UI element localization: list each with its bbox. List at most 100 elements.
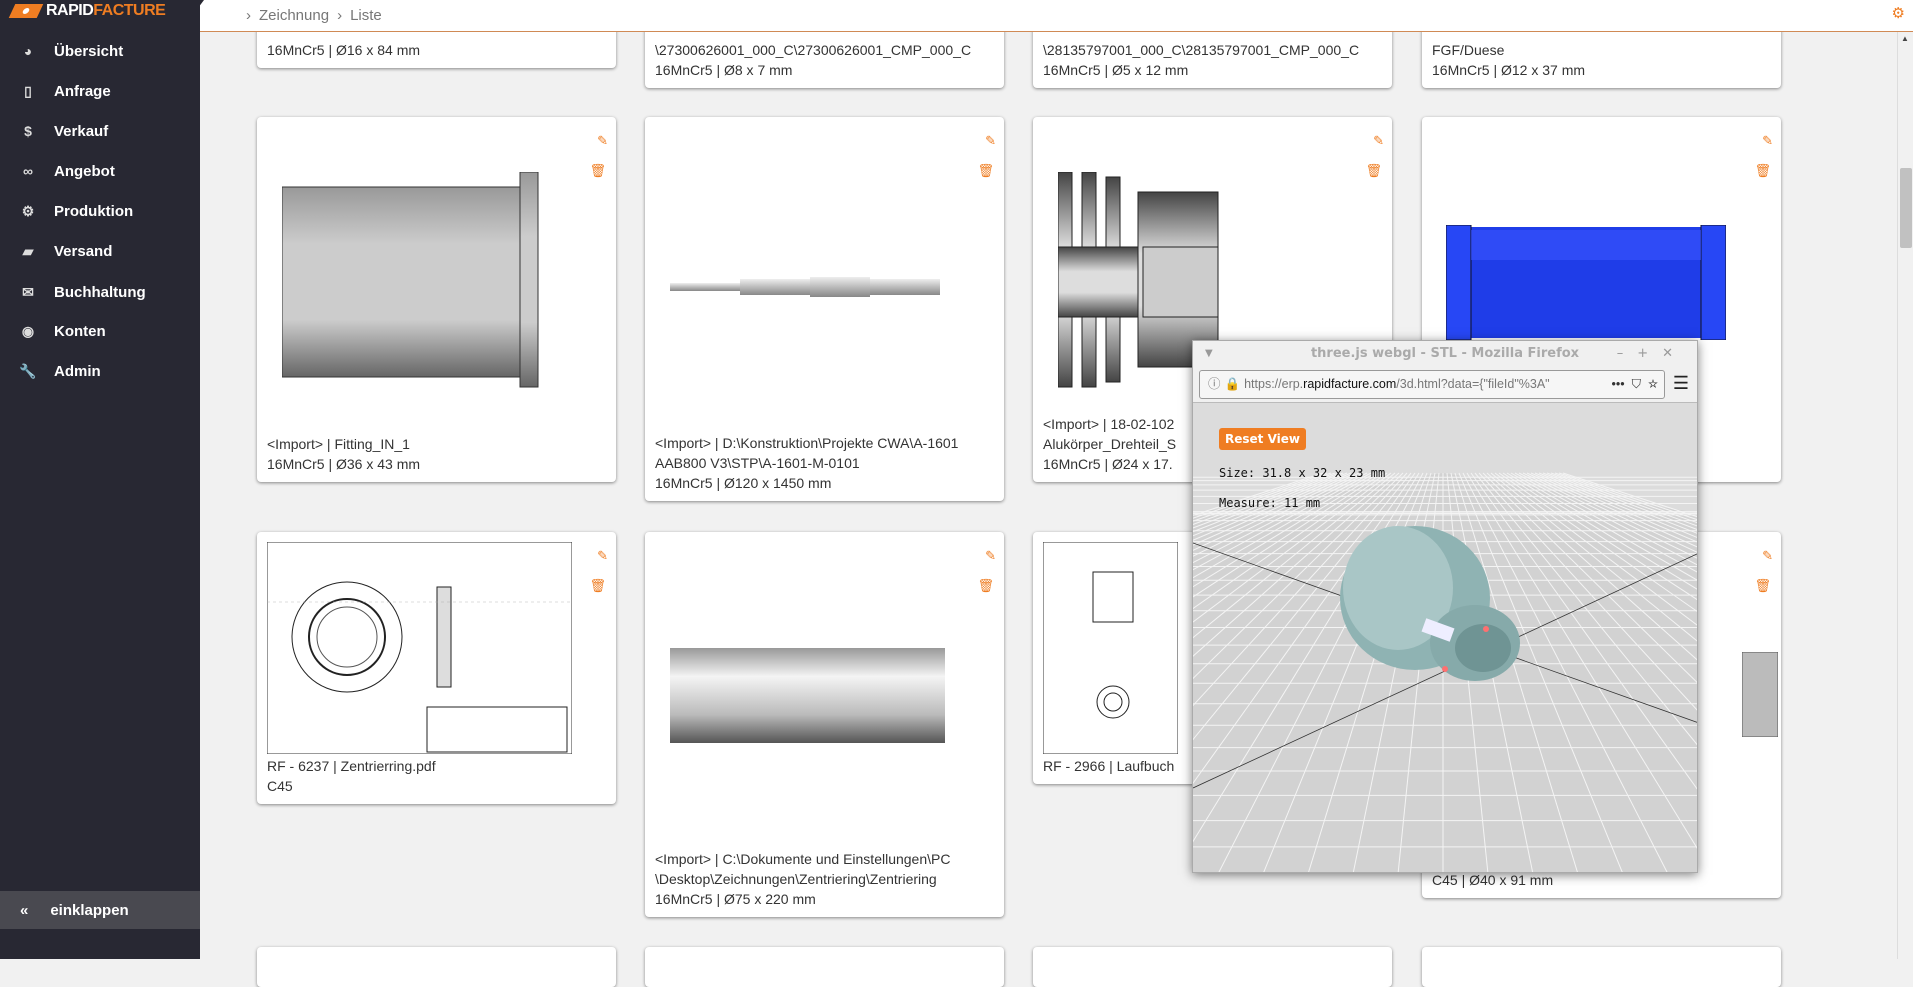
delete-trash-icon[interactable]: 🗑 <box>1754 578 1771 593</box>
caption-line: <Import> | 18-02-102 <box>1043 416 1175 432</box>
card-caption: 16MnCr5 | Ø16 x 84 mm <box>267 40 606 60</box>
hamburger-menu-icon[interactable]: ☰ <box>1672 373 1689 393</box>
edit-pencil-icon[interactable]: ✎ <box>597 548 608 563</box>
stl-viewer-window: ▼ three.js webgl - STL - Mozilla Firefox… <box>1192 340 1698 873</box>
edit-pencil-icon[interactable]: ✎ <box>1373 133 1384 148</box>
caption-line: 16MnCr5 | Ø24 x 17. <box>1043 456 1173 472</box>
double-chevron-left-icon: « <box>20 901 29 919</box>
delete-trash-icon[interactable]: 🗑 <box>589 578 606 593</box>
edit-pencil-icon[interactable]: ✎ <box>597 133 608 148</box>
drawing-preview-image[interactable] <box>670 648 945 748</box>
caption-line: \27300626001_000_C\27300626001_CMP_000_C <box>655 42 972 58</box>
url-prefix: https://erp. <box>1244 377 1304 391</box>
url-bar[interactable]: ⓘ🔒https://erp.rapidfacture.com/3d.html?d… <box>1199 370 1665 399</box>
window-menu-icon[interactable]: ▼ <box>1205 348 1213 359</box>
brand-part2: FACTURE <box>93 2 166 19</box>
caption-line: C45 | Ø40 x 91 mm <box>1432 872 1554 888</box>
scrollbar-thumb[interactable] <box>1900 168 1912 248</box>
3d-viewport[interactable] <box>1193 403 1698 873</box>
card-caption: RF - 2966 | Laufbuch <box>1043 756 1382 776</box>
drawing-card[interactable]: ✎🗑<Import> | C:\Dokumente und Einstellun… <box>645 532 1004 917</box>
settings-gear-icon[interactable]: ⚙ <box>1891 5 1905 22</box>
sidebar-item-versand[interactable]: ▰Versand <box>0 233 200 269</box>
caption-line: 16MnCr5 | Ø12 x 37 mm <box>1432 62 1586 78</box>
breadcrumb: ›Zeichnung›Liste <box>246 7 382 24</box>
edit-pencil-icon[interactable]: ✎ <box>1762 548 1773 563</box>
size-readout: Size: 31.8 x 32 x 23 mm <box>1219 466 1386 480</box>
drawing-preview-image[interactable] <box>1042 541 1179 759</box>
caption-line: C45 <box>267 778 293 794</box>
window-titlebar[interactable]: ▼ three.js webgl - STL - Mozilla Firefox… <box>1193 341 1697 367</box>
sidebar-item-verkauf[interactable]: $Verkauf <box>0 113 200 149</box>
card-caption: C45 | Ø40 x 91 mm <box>1432 870 1771 890</box>
sidebar-item-anfrage[interactable]: ▯ Anfrage <box>0 73 200 109</box>
delete-trash-icon[interactable]: 🗑 <box>977 578 994 593</box>
sidebar-item-label: Übersicht <box>54 42 124 60</box>
edit-pencil-icon[interactable]: ✎ <box>1762 133 1773 148</box>
sidebar-item-label: Produktion <box>54 202 134 220</box>
drawing-card[interactable] <box>1422 947 1781 987</box>
caption-line: 16MnCr5 | Ø16 x 84 mm <box>267 42 421 58</box>
collapse-label: einklappen <box>50 901 129 919</box>
card-caption: \28135797001_000_C\28135797001_CMP_000_C… <box>1043 40 1382 80</box>
drawing-preview-image[interactable] <box>1741 651 1779 742</box>
3d-part-model <box>1340 526 1520 681</box>
drawing-preview-image[interactable] <box>281 171 542 397</box>
caption-line: 16MnCr5 | Ø120 x 1450 mm <box>655 475 832 491</box>
drawing-card[interactable] <box>645 947 1004 987</box>
minimize-icon[interactable]: – <box>1616 346 1638 361</box>
reset-view-button[interactable]: Reset View <box>1219 428 1306 450</box>
document-icon: ▯ <box>24 82 32 99</box>
breadcrumb-liste[interactable]: Liste <box>350 7 382 24</box>
pocket-icon[interactable]: ⛉ <box>1631 377 1642 391</box>
sidebar-item-produktion[interactable]: ⚙ Produktion <box>0 193 200 229</box>
drawing-card[interactable] <box>1033 947 1392 987</box>
drawing-preview-image[interactable] <box>266 541 573 759</box>
drawing-card[interactable] <box>257 947 616 987</box>
browser-toolbar: ⓘ🔒https://erp.rapidfacture.com/3d.html?d… <box>1193 367 1697 403</box>
delete-trash-icon[interactable]: 🗑 <box>977 163 994 178</box>
drawing-preview-image[interactable] <box>1057 171 1228 397</box>
breadcrumb-zeichnung[interactable]: Zeichnung <box>259 7 330 24</box>
edit-pencil-icon[interactable]: ✎ <box>985 548 996 563</box>
drawing-preview-image[interactable] <box>670 267 950 312</box>
maximize-icon[interactable]: + <box>1637 346 1663 361</box>
delete-trash-icon[interactable]: 🗑 <box>1365 163 1382 178</box>
close-icon[interactable]: ✕ <box>1662 346 1687 361</box>
sidebar-item-label: Admin <box>54 362 101 380</box>
envelope-icon: ✉ <box>22 283 34 300</box>
bookmark-star-icon[interactable]: ☆ <box>1647 377 1658 391</box>
delete-trash-icon[interactable]: 🗑 <box>1754 163 1771 178</box>
pie-chart-icon: ◕ <box>23 43 33 59</box>
sidebar-item-konten[interactable]: ◉Konten <box>0 313 200 349</box>
drawing-card[interactable]: ✎ 🗑 <Import> | D:\Konstruktion\Projekte CW… <box>645 117 1004 501</box>
caption-line: \Desktop\Zeichnungen\Zentriering\Zentrie… <box>655 871 937 887</box>
caption-line: 16MnCr5 | Ø8 x 7 mm <box>655 62 793 78</box>
scrollbar[interactable]: ▲ <box>1897 32 1913 959</box>
measure-readout: Measure: 11 mm <box>1219 496 1321 510</box>
sidebar-item-label: Anfrage <box>54 82 111 100</box>
more-actions-icon[interactable]: ••• <box>1611 377 1625 391</box>
sidebar-item-admin[interactable]: 🔧Admin <box>0 353 200 389</box>
card-caption: <Import> | D:\Konstruktion\Projekte CWA\… <box>655 433 994 493</box>
collapse-sidebar-button[interactable]: « einklappen <box>0 891 200 929</box>
sidebar-item-angebot[interactable]: ∞Angebot <box>0 153 200 189</box>
delete-trash-icon[interactable]: 🗑 <box>589 163 606 178</box>
gears-icon: ⚙ <box>21 202 35 219</box>
drawing-preview-image[interactable] <box>1445 224 1727 345</box>
caption-line: RF - 6237 | Zentrierring.pdf <box>267 758 436 774</box>
sidebar-item-übersicht[interactable]: ◕ Übersicht <box>0 33 200 69</box>
sidebar-item-buchhaltung[interactable]: ✉ Buchhaltung <box>0 274 200 310</box>
brand-part1: RAPID <box>46 2 94 19</box>
sidebar-item-label: Buchhaltung <box>54 283 146 301</box>
info-icon[interactable]: ⓘ <box>1208 377 1221 391</box>
scroll-up-arrow-icon[interactable]: ▲ <box>1901 34 1909 43</box>
edit-pencil-icon[interactable]: ✎ <box>985 133 996 148</box>
caption-line: 16MnCr5 | Ø5 x 12 mm <box>1043 62 1189 78</box>
